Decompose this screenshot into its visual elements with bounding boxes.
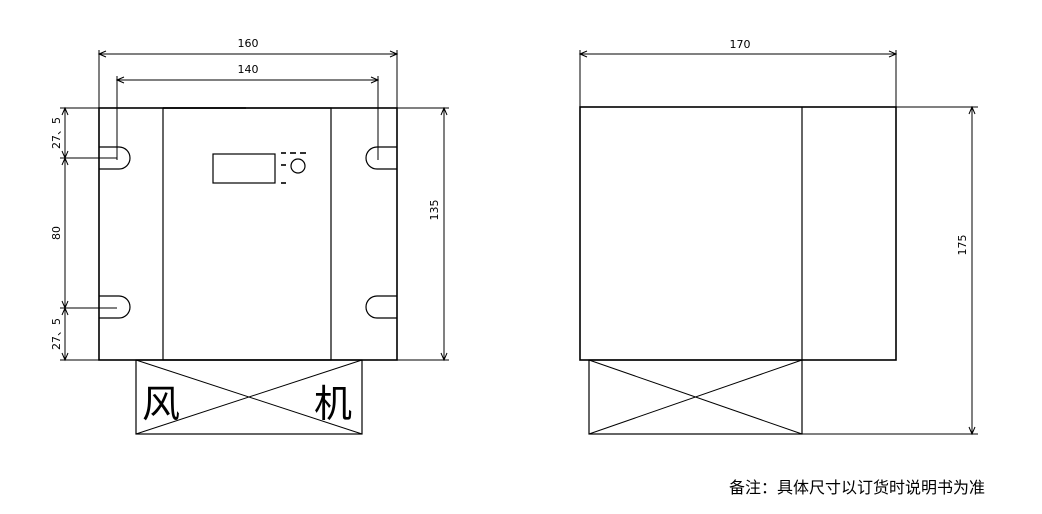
- enclosure-body: [98, 107, 398, 361]
- dim-label-170: 170: [730, 38, 751, 51]
- front-view: 风 机 160 140: [50, 37, 449, 435]
- mount-slot-top-left: [99, 146, 131, 170]
- fan-label-right: 机: [314, 382, 352, 426]
- mount-slot-bottom-right: [365, 295, 397, 319]
- dim-width-outer: 160: [97, 37, 399, 108]
- dim-label-175: 175: [956, 235, 969, 256]
- mount-slot-top-right: [365, 146, 397, 170]
- front-panel: [162, 107, 332, 361]
- dim-depth: 170: [578, 38, 898, 107]
- note-text: 备注：具体尺寸以订货时说明书为准: [729, 478, 985, 497]
- dim-total-height: 175: [802, 105, 978, 436]
- dim-label-140: 140: [238, 63, 259, 76]
- side-fan-box: [588, 359, 803, 435]
- dim-width-holes: 140: [115, 63, 380, 160]
- lcd-display: [212, 153, 276, 184]
- dim-left-vertical: 27、5 80 27、5: [50, 106, 117, 362]
- fan-box: [135, 359, 363, 435]
- dim-label-top-offset: 27、5: [50, 117, 63, 149]
- side-enclosure: [579, 106, 897, 361]
- dim-height: 135: [397, 106, 449, 362]
- dim-label-160: 160: [238, 37, 259, 50]
- control-knob-icon: [281, 152, 306, 184]
- side-fan-cross-b: [588, 359, 803, 435]
- side-view: 170 175: [578, 38, 978, 436]
- dim-label-bottom-offset: 27、5: [50, 318, 63, 350]
- dim-label-80: 80: [50, 226, 63, 240]
- fan-label-left: 风: [142, 382, 180, 426]
- mount-slot-bottom-left: [99, 295, 131, 319]
- fan-cross-b: [135, 359, 363, 435]
- dim-label-135: 135: [428, 200, 441, 221]
